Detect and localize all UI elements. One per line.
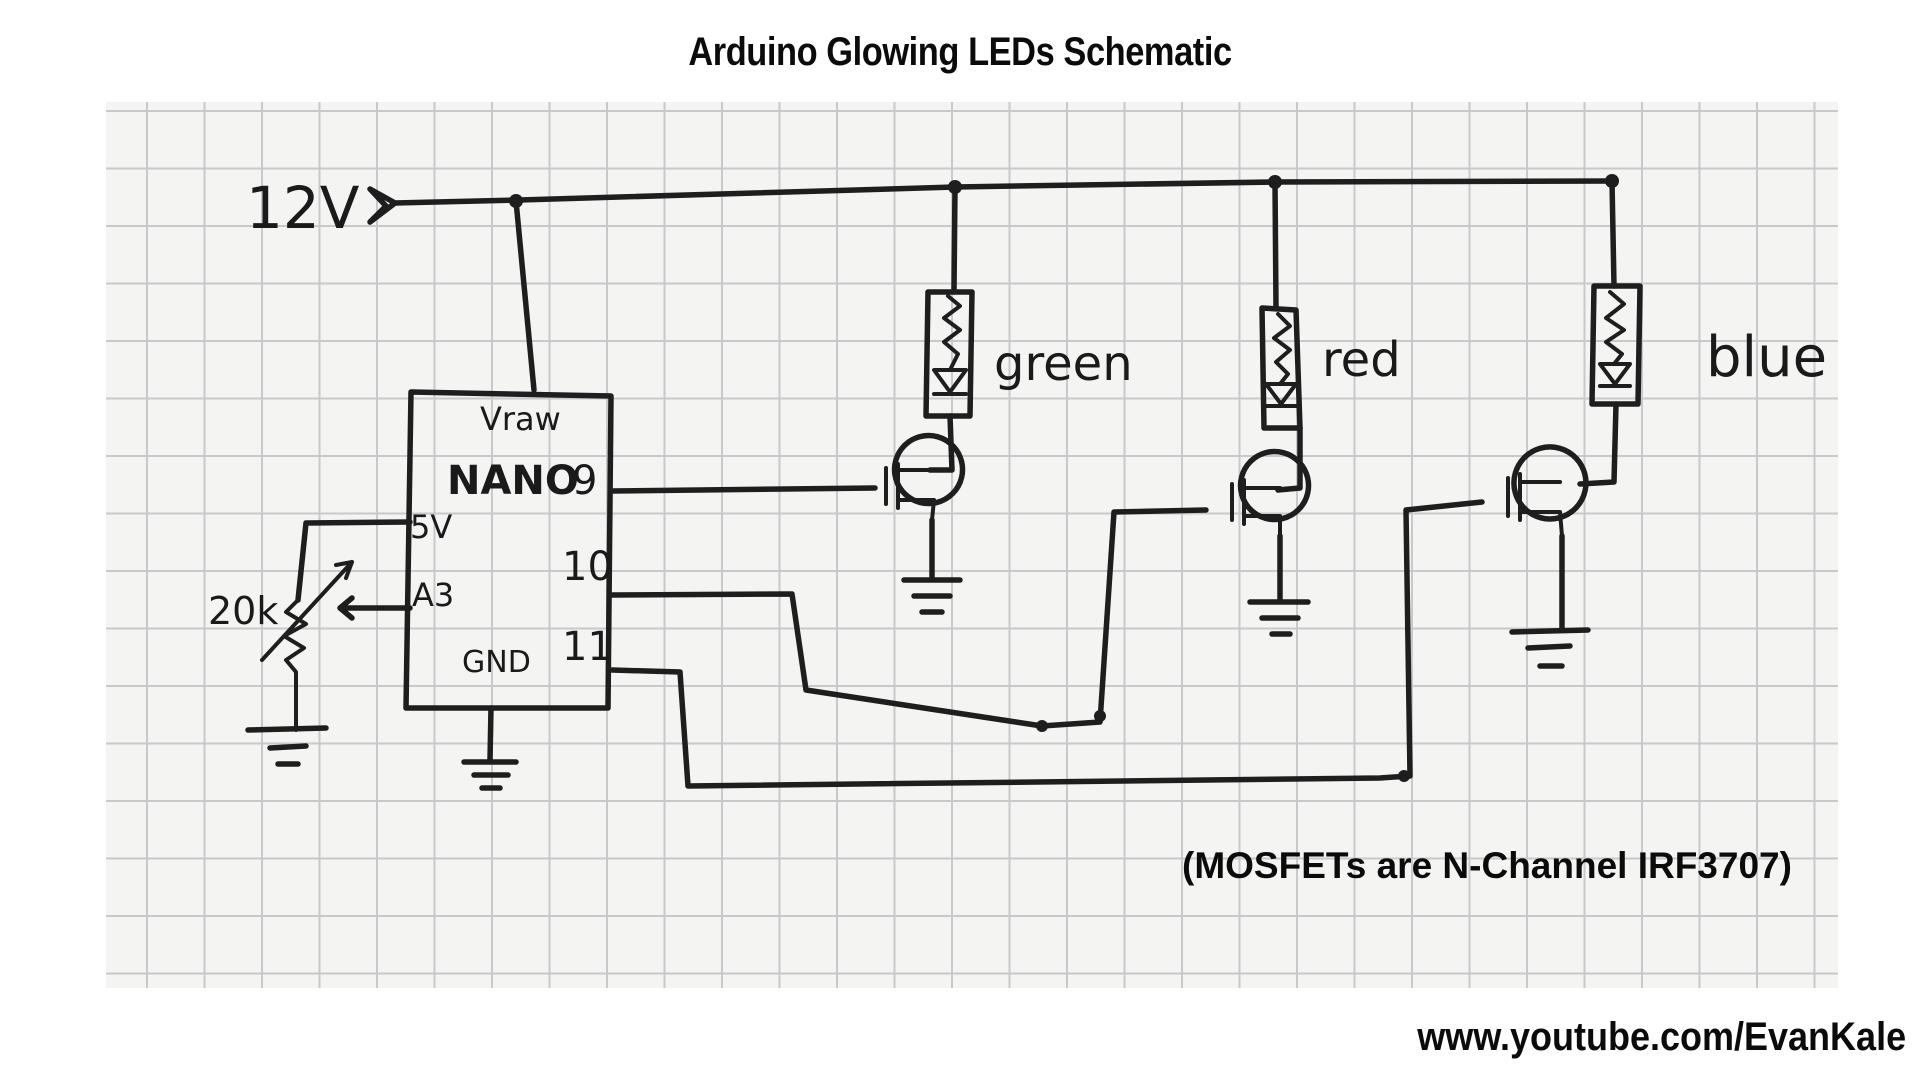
mosfet-note: (MOSFETs are N-Channel IRF3707) [1182,845,1792,886]
blue-label: blue [1706,325,1827,390]
green-mosfet [609,432,966,615]
pot-label: 20k [208,589,278,633]
nano-board [403,389,614,711]
pin-10-label: 10 [562,544,613,590]
pin-gnd-label: GND [462,645,531,680]
diagram-title: Arduino Glowing LEDs Schematic [688,30,1232,74]
nano-ground [461,705,519,791]
red-label: red [1322,332,1401,388]
vraw-label: Vraw [480,400,561,438]
supply-rail [367,174,1619,225]
supply-label: 12V [246,174,360,242]
footer-url: www.youtube.com/EvanKale [1417,1015,1906,1059]
graph-paper [106,102,1838,988]
blue-mosfet [609,444,1591,789]
blue-led-string [1577,178,1643,487]
red-led-string [1259,179,1303,493]
pin-11-label: 11 [562,624,613,670]
pin-5v-label: 5V [410,508,452,546]
red-mosfet [609,448,1312,732]
nano-label: NANO [447,458,579,504]
green-label: green [994,336,1133,392]
potentiometer [245,519,413,767]
green-led-string [923,184,975,473]
vraw-wire [513,198,537,393]
pin-a3-label: A3 [412,576,454,614]
pin-9-label: 9 [572,458,597,504]
